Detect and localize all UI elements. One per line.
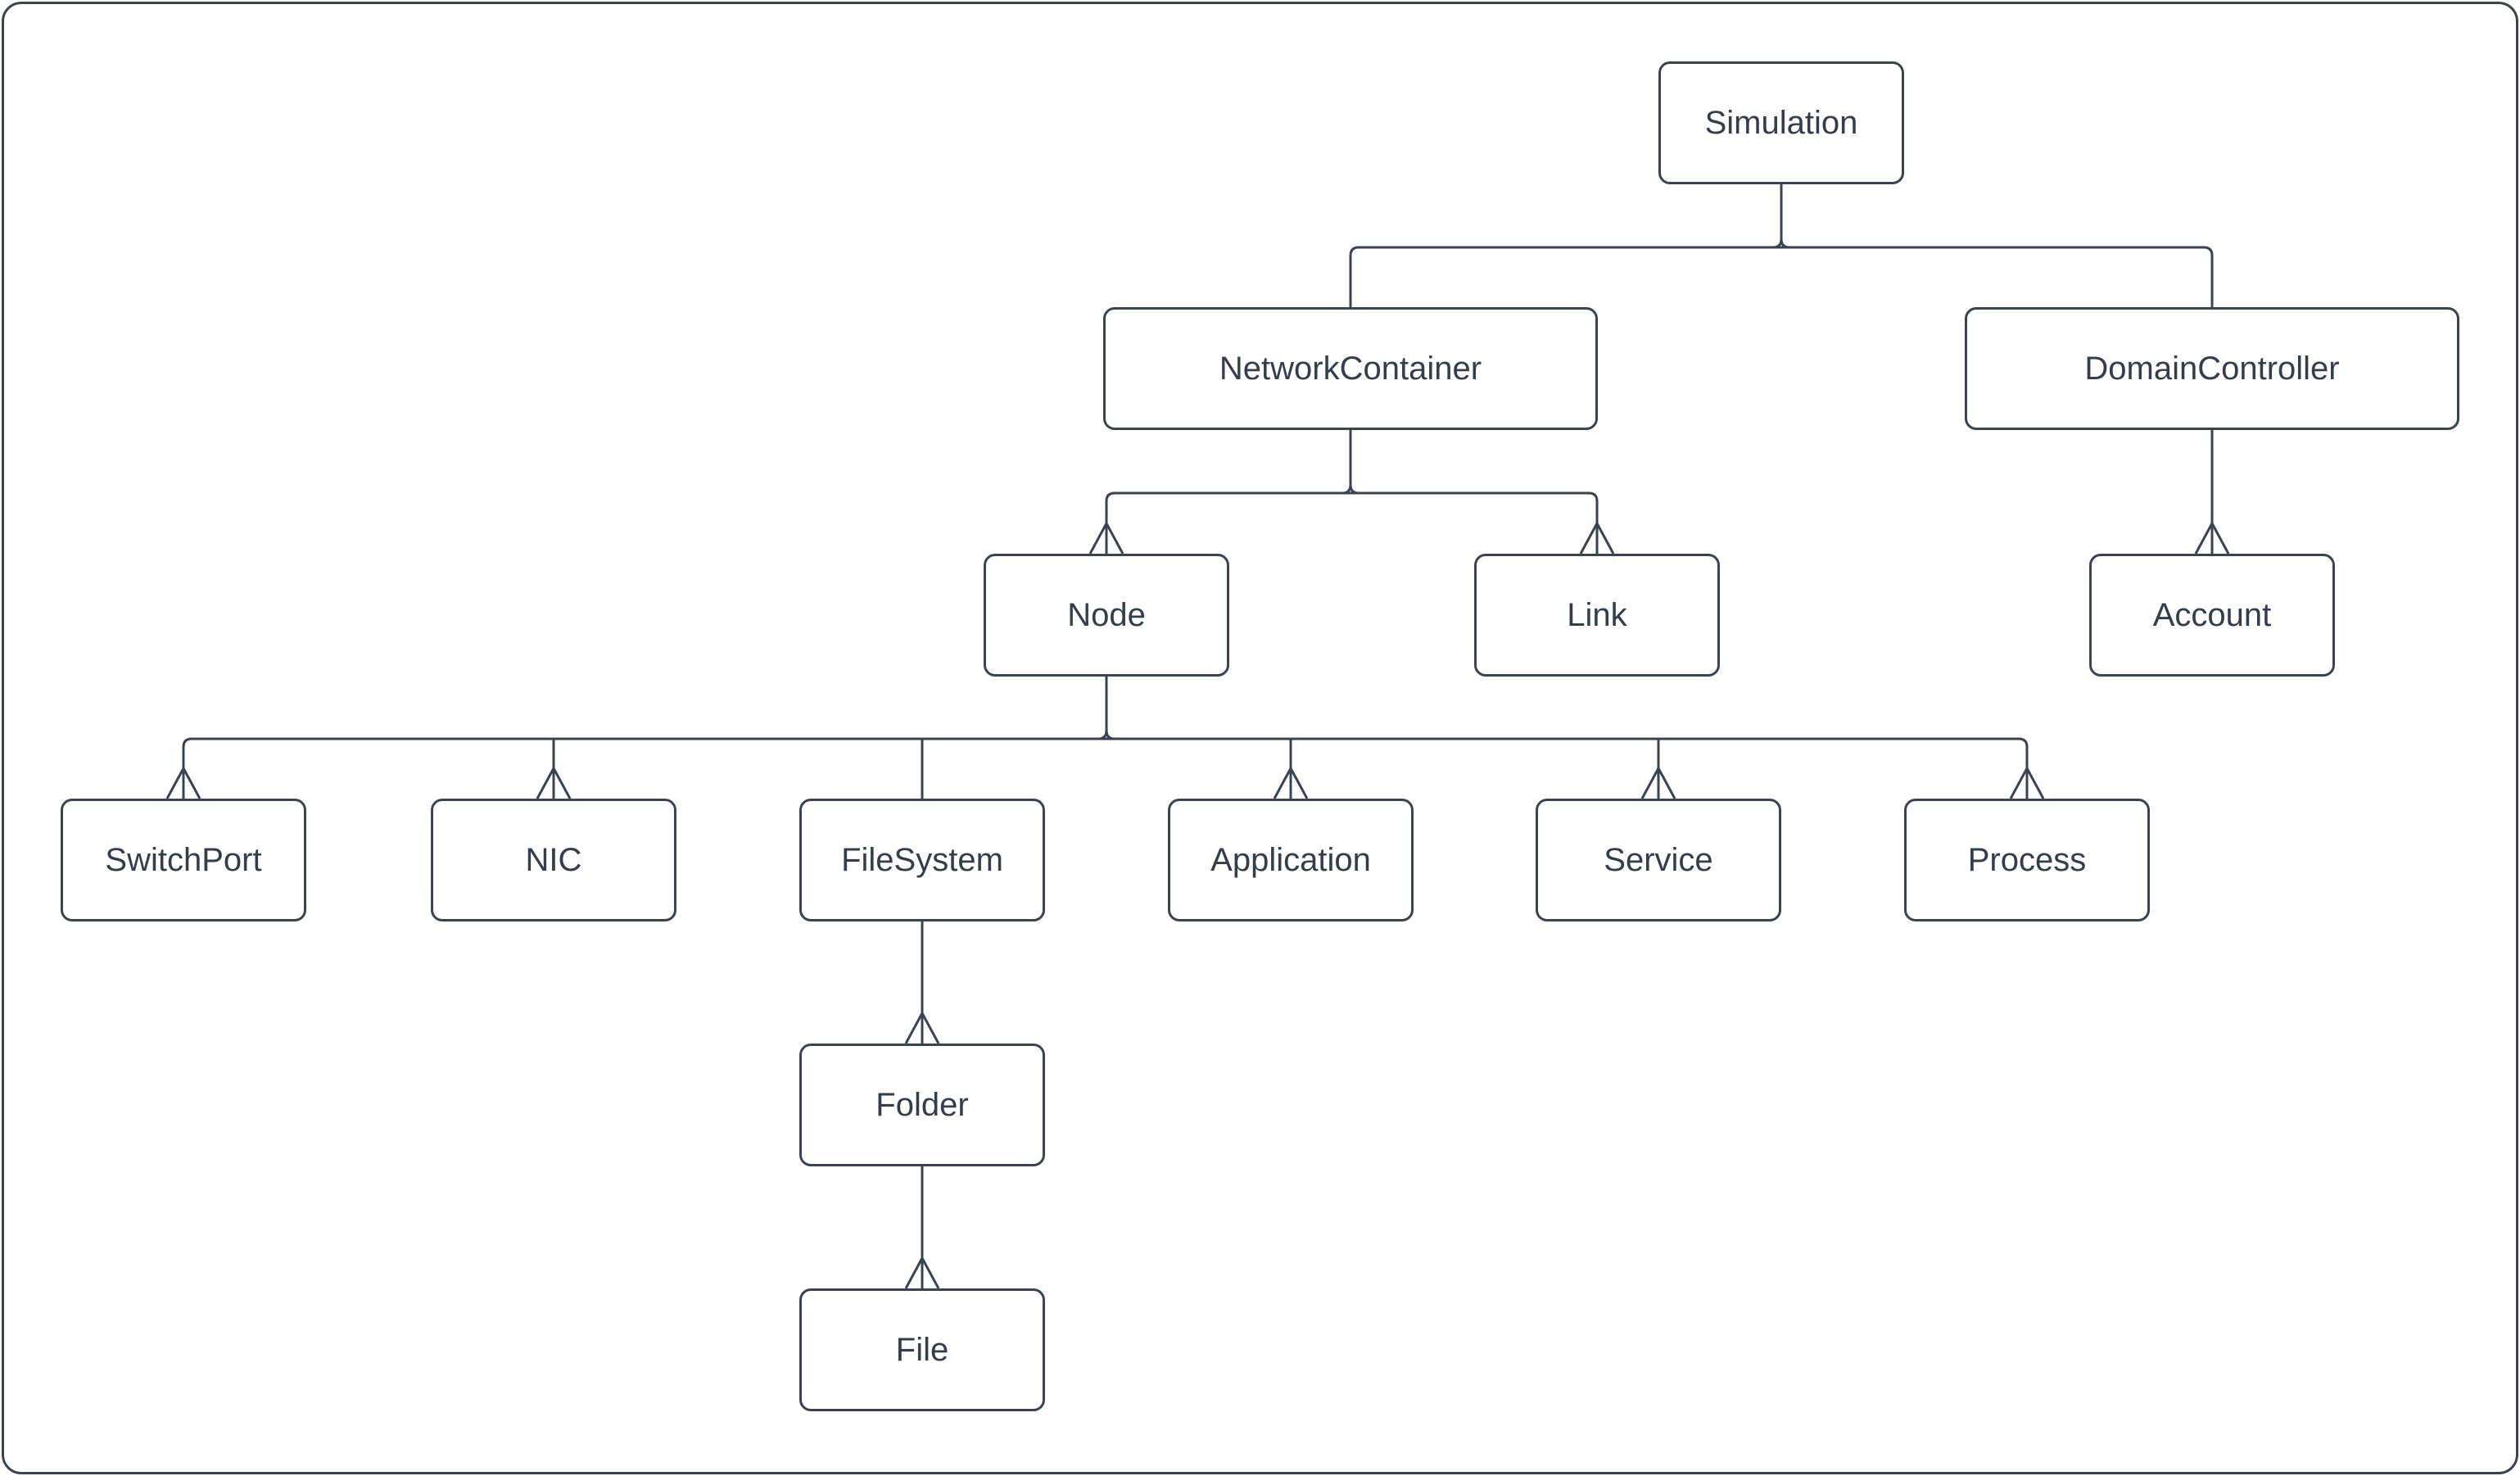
- node-service[interactable]: Service: [1536, 799, 1781, 921]
- node-file[interactable]: File: [799, 1288, 1045, 1411]
- node-label-networkcontainer: NetworkContainer: [1219, 351, 1482, 387]
- node-domaincontroller[interactable]: DomainController: [1965, 307, 2459, 430]
- open-arrow-icon-application: [1273, 767, 1309, 799]
- connector-fillet-simulation: [1772, 238, 1790, 249]
- node-label-domaincontroller: DomainController: [2084, 351, 2340, 387]
- node-filesystem[interactable]: FileSystem: [799, 799, 1045, 921]
- open-arrow-icon-switchport: [165, 767, 201, 799]
- node-label-service: Service: [1604, 842, 1713, 878]
- node-switchport[interactable]: SwitchPort: [61, 799, 306, 921]
- node-account[interactable]: Account: [2089, 554, 2335, 677]
- open-arrow-icon-node: [1088, 522, 1124, 555]
- node-label-application: Application: [1210, 842, 1371, 878]
- connector-bar-node: [182, 737, 2029, 799]
- connector-fillet-node: [1097, 729, 1115, 740]
- node-folder[interactable]: Folder: [799, 1044, 1045, 1166]
- node-label-folder: Folder: [875, 1087, 969, 1123]
- node-label-simulation: Simulation: [1704, 105, 1858, 141]
- node-link[interactable]: Link: [1474, 554, 1720, 677]
- node-simulation[interactable]: Simulation: [1658, 61, 1904, 184]
- node-process[interactable]: Process: [1904, 799, 2150, 921]
- node-networkcontainer[interactable]: NetworkContainer: [1103, 307, 1598, 430]
- node-application[interactable]: Application: [1168, 799, 1414, 921]
- node-label-filesystem: FileSystem: [841, 842, 1003, 878]
- open-arrow-icon-account: [2194, 522, 2230, 555]
- open-arrow-icon-process: [2009, 767, 2045, 799]
- open-arrow-icon-file: [904, 1256, 940, 1289]
- node-label-account: Account: [2152, 597, 2272, 633]
- connector-bar-networkcontainer: [1105, 491, 1599, 554]
- node-label-link: Link: [1567, 597, 1627, 633]
- connector-fillet-networkcontainer: [1341, 483, 1360, 495]
- node-node[interactable]: Node: [984, 554, 1229, 677]
- open-arrow-icon-link: [1579, 522, 1615, 555]
- node-label-switchport: SwitchPort: [105, 842, 262, 878]
- node-label-process: Process: [1967, 842, 2087, 878]
- node-label-file: File: [895, 1332, 949, 1368]
- connector-bar-simulation: [1349, 246, 2214, 307]
- open-arrow-icon-nic: [536, 767, 572, 799]
- node-label-node: Node: [1067, 597, 1146, 633]
- open-arrow-icon-service: [1640, 767, 1676, 799]
- open-arrow-icon-folder: [904, 1012, 940, 1044]
- node-label-nic: NIC: [525, 842, 582, 878]
- node-nic[interactable]: NIC: [431, 799, 676, 921]
